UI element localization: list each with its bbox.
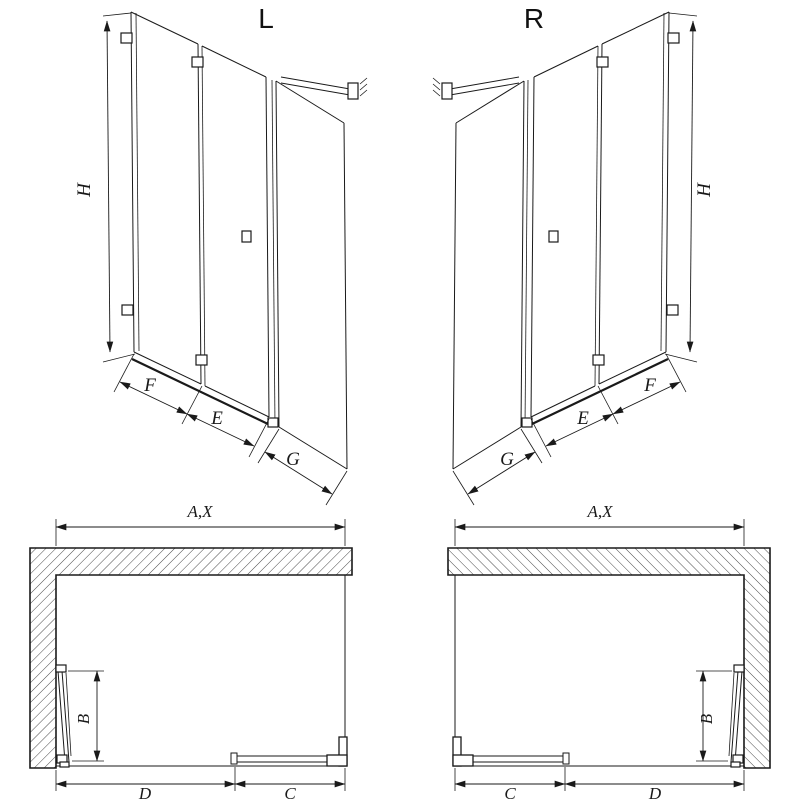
door-width-label: D: [138, 784, 152, 800]
variant-label-left: L: [258, 3, 274, 34]
variant-label-right: R: [524, 3, 544, 34]
height-label: H: [74, 182, 95, 198]
overall-width-label: A,X: [186, 502, 213, 521]
projection-label: B: [697, 713, 716, 724]
front-view-left: L H F E G: [74, 3, 367, 505]
width-e-label: E: [210, 408, 223, 429]
plan-view-left: A,X B D C: [30, 502, 352, 800]
width-g-label: G: [286, 449, 300, 470]
door-width-label: D: [648, 784, 662, 800]
plan-view-right: A,X B C D: [448, 502, 770, 800]
fixed-width-label: C: [284, 784, 296, 800]
overall-width-label: A,X: [586, 502, 613, 521]
width-e-label: E: [576, 408, 589, 429]
width-f-label: F: [143, 375, 156, 396]
fixed-width-label: C: [504, 784, 516, 800]
height-label: H: [694, 182, 715, 198]
width-f-label: F: [643, 375, 656, 396]
front-view-right: R H F E G: [433, 3, 715, 505]
width-g-label: G: [500, 449, 514, 470]
projection-label: B: [74, 713, 93, 724]
